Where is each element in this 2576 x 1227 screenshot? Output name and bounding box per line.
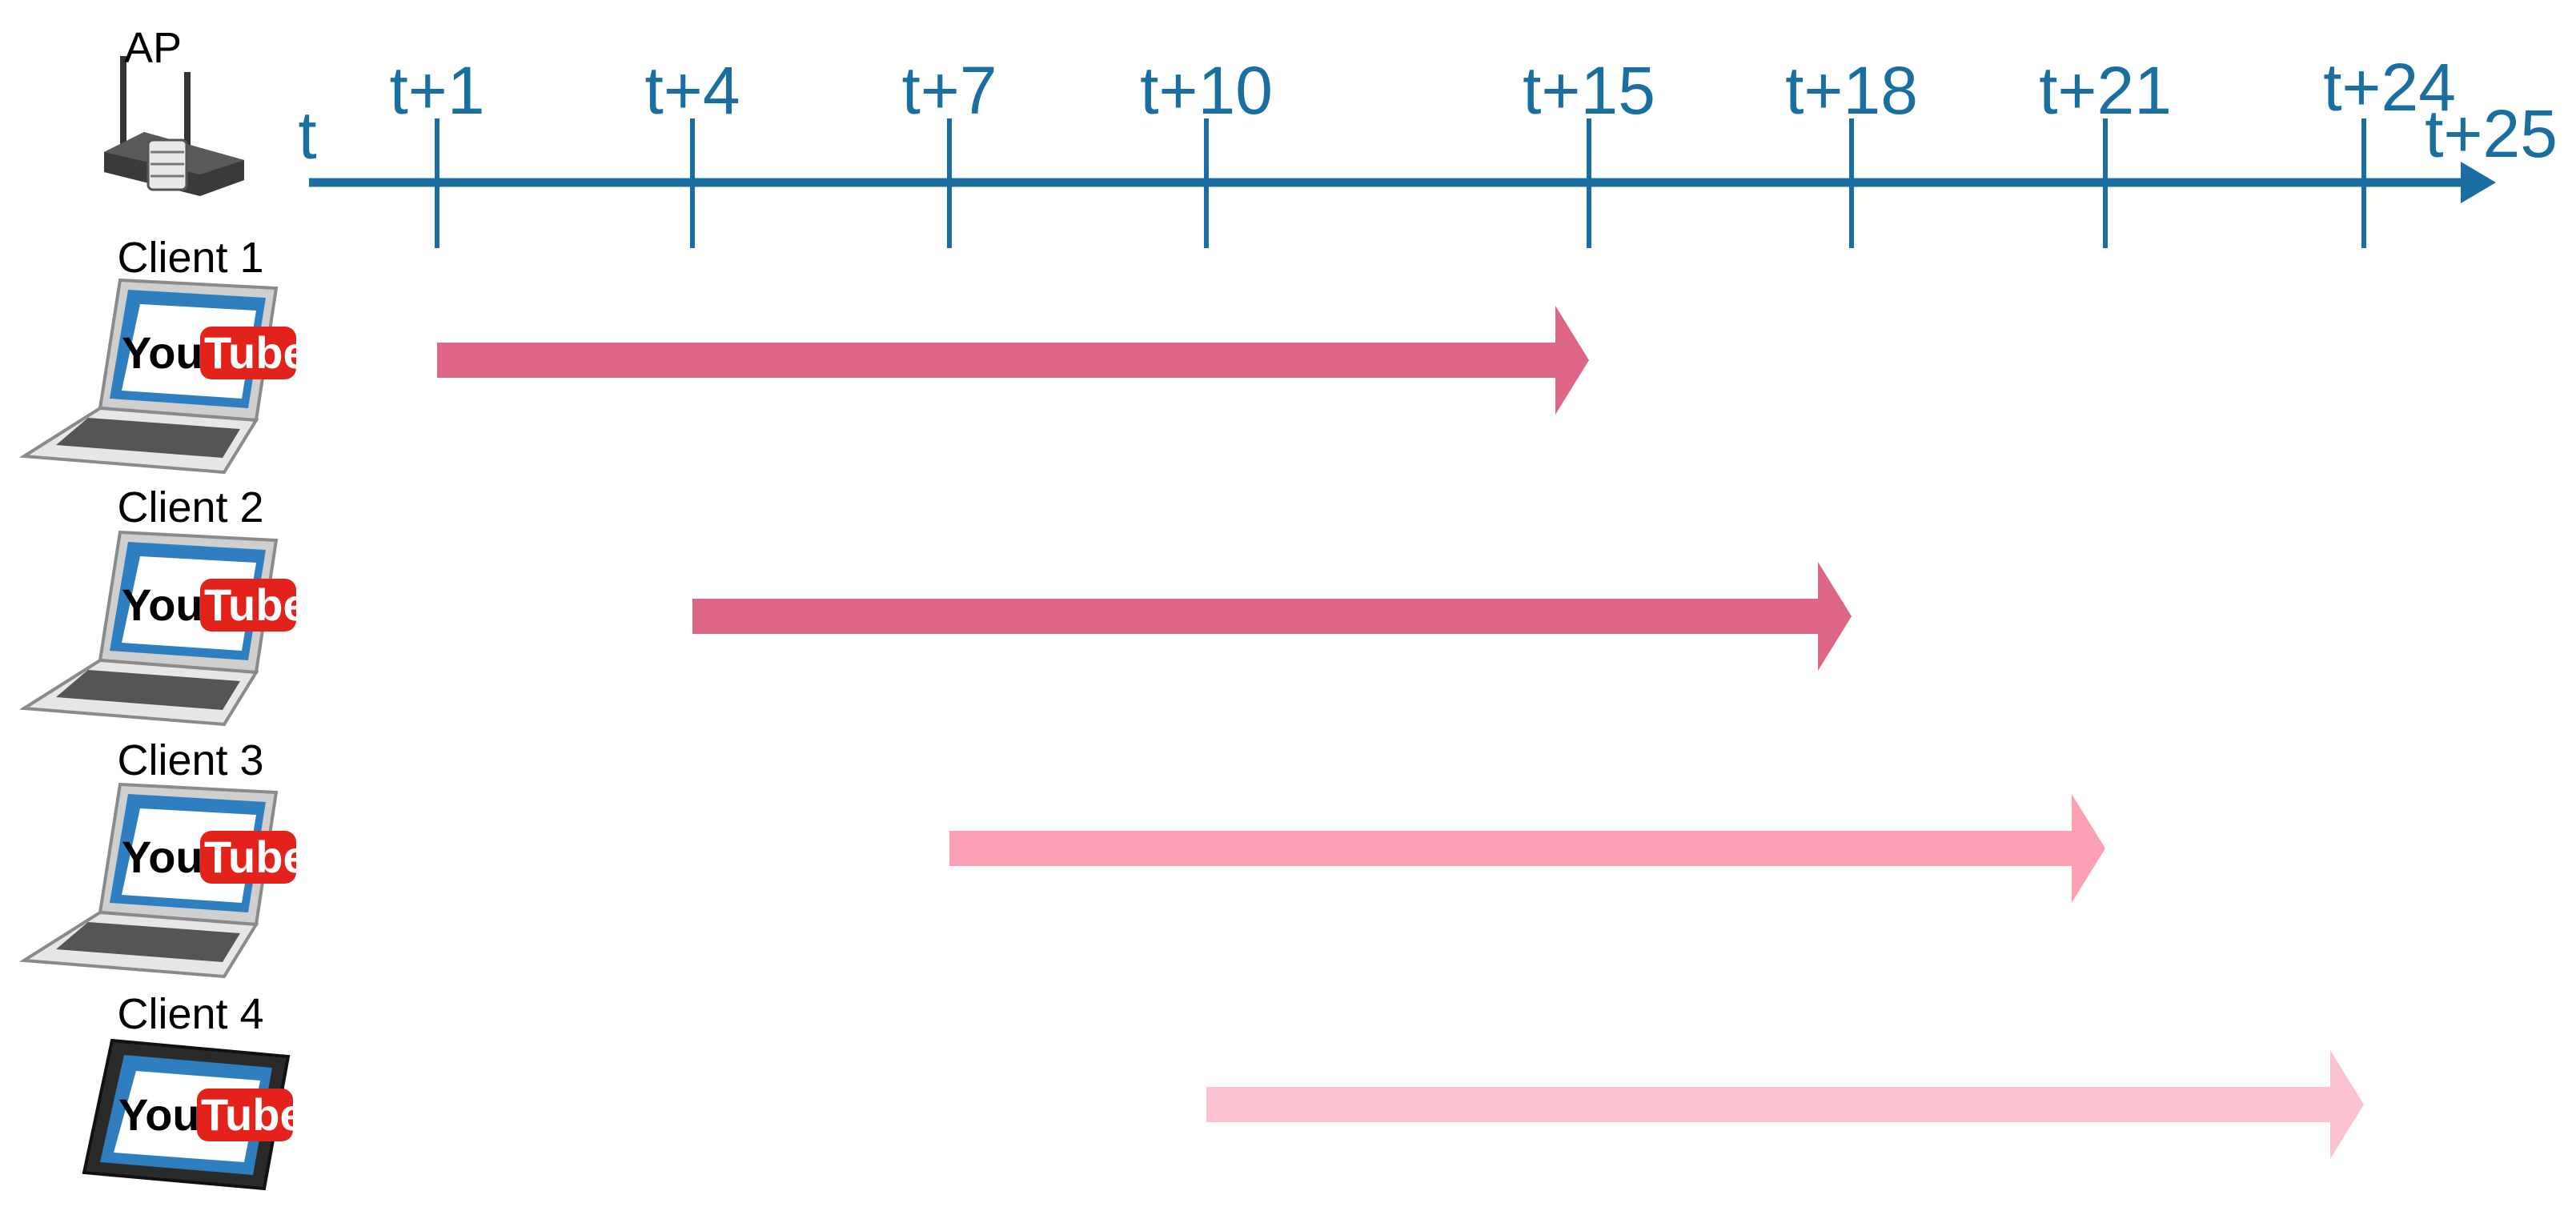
tick-label: t+21 bbox=[2039, 53, 2172, 128]
axis-arrowhead bbox=[2461, 162, 2496, 203]
youtube-you-text: You bbox=[122, 579, 203, 630]
axis-ticks: t t+1 t+4 t+7 t+10 t+15 t+18 t+21 t+24t+25 bbox=[298, 50, 2558, 248]
youtube-red-box bbox=[200, 831, 296, 884]
youtube-you-text: You bbox=[122, 832, 203, 882]
youtube-red-box bbox=[200, 327, 296, 379]
tick-label: t bbox=[298, 98, 316, 173]
youtube-red-box bbox=[200, 579, 296, 632]
youtube-tube-text: Tube bbox=[204, 832, 308, 882]
tick-label: t+1 bbox=[389, 53, 484, 128]
youtube-you-text: You bbox=[118, 1089, 200, 1140]
tick-label: t+7 bbox=[901, 53, 997, 128]
ap-label: AP bbox=[124, 24, 182, 72]
client-label: Client 3 bbox=[117, 736, 263, 784]
youtube-you-text: You bbox=[122, 327, 203, 378]
youtube-tube-text: Tube bbox=[204, 579, 308, 630]
client-label: Client 1 bbox=[117, 234, 263, 282]
stream-interval-arrow bbox=[949, 794, 2105, 903]
time-axis: t t+1 t+4 t+7 t+10 t+15 t+18 t+21 t+24t+25 bbox=[298, 50, 2558, 248]
laptop-keyboard bbox=[56, 418, 240, 458]
stream-interval-arrow bbox=[692, 562, 1852, 671]
laptop-keyboard bbox=[56, 670, 240, 710]
youtube-tube-text: Tube bbox=[201, 1089, 305, 1140]
client-label: Client 2 bbox=[117, 483, 263, 531]
ap-router-icon bbox=[104, 56, 244, 196]
stream-interval-arrow bbox=[437, 306, 1589, 415]
tick-label: t+25 bbox=[2425, 96, 2558, 171]
tick-label: t+15 bbox=[1523, 53, 1655, 128]
client-label: Client 4 bbox=[117, 990, 263, 1038]
tick-label: t+4 bbox=[644, 53, 740, 128]
youtube-red-box bbox=[197, 1089, 293, 1141]
stream-interval-arrow bbox=[1206, 1050, 2364, 1159]
laptop-keyboard bbox=[56, 922, 240, 962]
tick-label: t+18 bbox=[1785, 53, 1918, 128]
tick-label: t+10 bbox=[1140, 53, 1273, 128]
tick-label: t+24 bbox=[2323, 50, 2456, 125]
youtube-tube-text: Tube bbox=[204, 327, 308, 378]
